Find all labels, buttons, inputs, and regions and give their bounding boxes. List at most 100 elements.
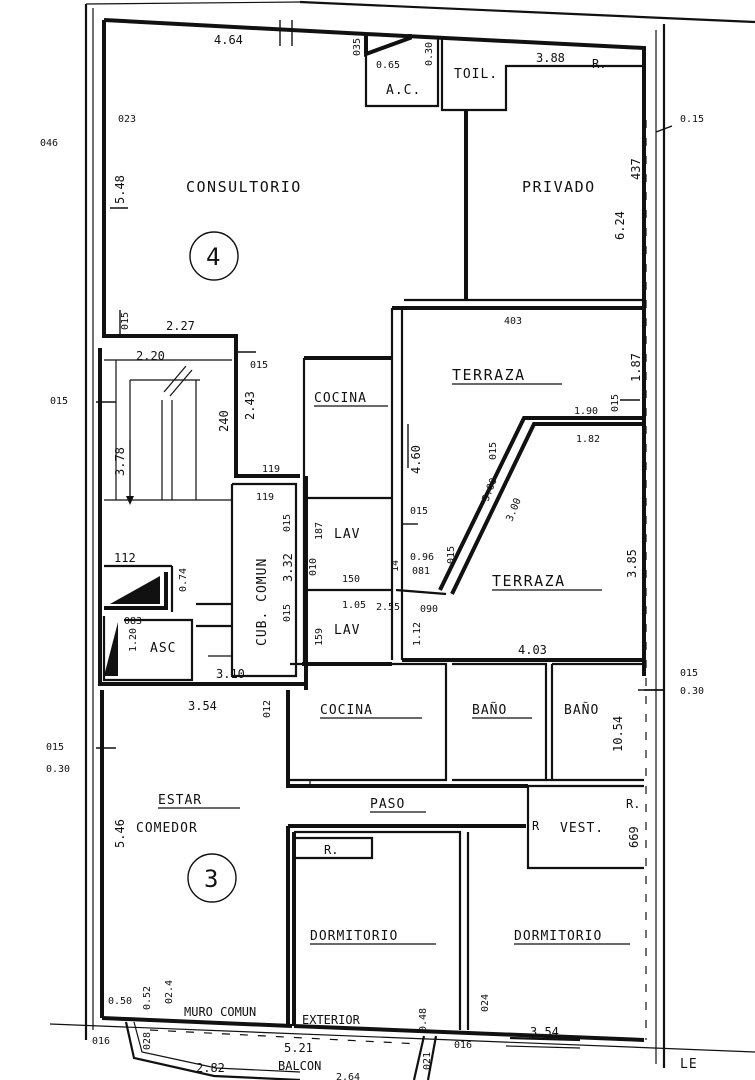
dim-label: 10.54	[611, 716, 625, 752]
dim-label: 6.24	[613, 211, 627, 240]
dim-label: 3.32	[281, 553, 295, 582]
dim-label: 150	[342, 574, 360, 585]
common-core	[98, 348, 308, 686]
dim-label: 5.48	[113, 175, 127, 204]
dim-label: 015	[46, 742, 64, 753]
dim-label: 3.54	[530, 1025, 559, 1039]
dim-label: 012	[262, 700, 273, 718]
dim-label: 1.90	[574, 406, 598, 417]
dim-label: 015	[610, 394, 621, 412]
label-comedor: COMEDOR	[136, 821, 198, 836]
dim-label: 3.10	[216, 667, 245, 681]
property-boundary	[49, 0, 755, 1068]
label-lav-lower: LAV	[334, 623, 360, 638]
dim-label: 015	[410, 506, 428, 517]
label-r-vest: R.	[626, 797, 640, 811]
dim-label: 1.20	[128, 628, 139, 652]
dim-label: 437	[629, 158, 643, 180]
dim-label: 0.52	[142, 986, 153, 1010]
dim-label: 015	[250, 360, 268, 371]
dim-label: 2.43	[243, 391, 257, 420]
dim-label: 3.78	[113, 447, 127, 476]
dim-label: 5.21	[284, 1041, 313, 1055]
label-paso: PASO	[370, 797, 405, 812]
dim-label: 2.82	[196, 1061, 225, 1075]
dim-label: 021	[422, 1052, 433, 1070]
label-bano-2: BAÑO	[564, 702, 599, 718]
label-cocina-upper: COCINA	[314, 391, 367, 406]
label-bano-1: BAÑO	[472, 702, 507, 718]
dim-label: 0.30	[46, 764, 70, 775]
dim-label: 010	[308, 558, 319, 576]
label-vestidor: VEST.	[560, 821, 604, 836]
label-toilette: TOIL.	[454, 67, 498, 82]
dim-label: 187	[314, 522, 325, 540]
dim-label: 015	[446, 546, 457, 564]
dim-label: 1.05	[342, 600, 366, 611]
label-le: LE	[680, 1057, 698, 1072]
dim-label: 3.85	[625, 549, 639, 578]
unit-4-marker: 4	[189, 231, 239, 281]
dim-label: 159	[314, 628, 325, 646]
dim-label: 015	[120, 312, 131, 330]
dim-label: 0.30	[680, 686, 704, 697]
dim-label: 3.88	[536, 51, 565, 65]
label-asc: ASC	[150, 641, 176, 656]
dim-label: 016	[454, 1040, 472, 1051]
dim-label: 023	[118, 114, 136, 125]
dim-label: 035	[352, 38, 363, 56]
dim-label: 2.20	[136, 349, 165, 363]
label-terraza-lower: TERRAZA	[492, 572, 566, 590]
dim-label: 4.60	[409, 445, 423, 474]
dim-label: 0.50	[108, 996, 132, 1007]
dim-label: 4.64	[214, 33, 243, 47]
dim-label: 2.27	[166, 319, 195, 333]
dim-label: 2.64	[336, 1072, 360, 1080]
label-privado: PRIVADO	[522, 178, 596, 196]
room-labels: CONSULTORIO PRIVADO TOIL. A.C. TERRAZA T…	[136, 57, 698, 1073]
dim-label: 0.15	[680, 114, 704, 125]
label-exterior: EXTERIOR	[302, 1013, 361, 1027]
label-r-side: R	[532, 819, 540, 833]
unit-4-number: 4	[206, 243, 220, 271]
dim-label: 024	[480, 994, 491, 1012]
dim-label: 028	[142, 1032, 153, 1050]
label-consultorio: CONSULTORIO	[186, 178, 302, 196]
dim-label: 0.96	[410, 552, 434, 563]
label-estar: ESTAR	[158, 793, 202, 808]
dim-label: 0.74	[178, 568, 189, 592]
dim-label: 016	[92, 1036, 110, 1047]
dim-label: 403	[504, 316, 522, 327]
unit-4-walls	[102, 18, 646, 676]
balcony	[124, 1021, 438, 1080]
label-dormitorio-2: DORMITORIO	[514, 929, 602, 944]
dim-label: 112	[114, 551, 136, 565]
dim-label: 0.30	[424, 42, 435, 66]
dim-label: 5.46	[113, 819, 127, 848]
label-r-dorm: R.	[324, 843, 338, 857]
dim-label: 1.82	[576, 434, 600, 445]
label-terraza-upper: TERRAZA	[452, 366, 526, 384]
dim-label: 669	[627, 826, 641, 848]
dimension-labels: 4.64 035 0.65 0.30 3.88 023 046 0.15 5.4…	[40, 33, 704, 1080]
dimension-ticks	[96, 20, 673, 749]
dim-label: 119	[262, 464, 280, 475]
label-underlines	[158, 383, 630, 945]
label-r-privado: R.	[592, 57, 606, 71]
dim-label: 02.4	[164, 980, 175, 1004]
dim-label: 015	[50, 396, 68, 407]
dim-label: 046	[40, 138, 58, 149]
dim-label: 015	[282, 514, 293, 532]
dim-label: 4.03	[518, 643, 547, 657]
label-cub-comun: CUB. COMUN	[255, 558, 270, 646]
label-aire-cond: A.C.	[386, 83, 421, 98]
dim-label: 0.65	[376, 60, 400, 71]
dim-label: 1.87	[629, 353, 643, 382]
dim-label: 081	[412, 566, 430, 577]
label-balcon: BALCON	[278, 1059, 321, 1073]
dim-label: 015	[680, 668, 698, 679]
unit-3-number: 3	[204, 865, 218, 893]
dim-label: 0.48	[418, 1008, 429, 1032]
dim-label: 090	[420, 604, 438, 615]
